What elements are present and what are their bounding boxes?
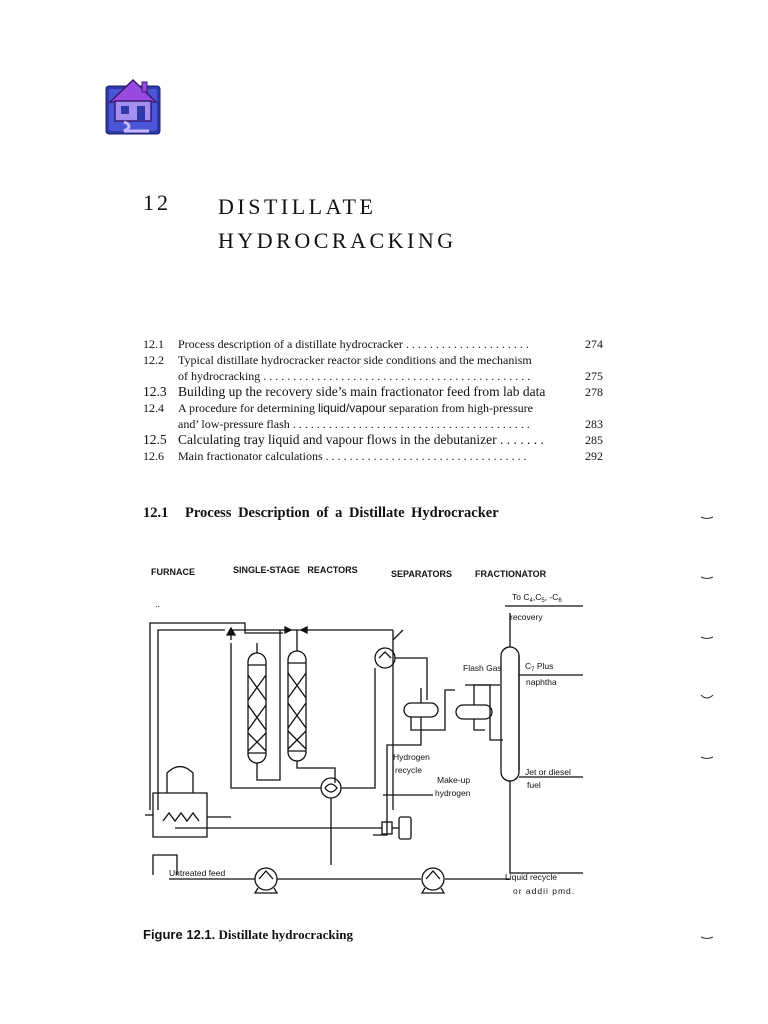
separators-label: SEPARATORS xyxy=(391,569,452,579)
margin-mark xyxy=(700,756,714,759)
c4-recovery-label: To C4,C5, -C6 xyxy=(512,592,562,604)
dots-text: .. xyxy=(155,599,160,609)
figure-caption: Figure 12.1. Distillate hydrocracking xyxy=(143,927,353,943)
margin-mark xyxy=(700,516,714,519)
jet-diesel-label-line2: fuel xyxy=(527,780,541,790)
toc-title: Main fractionator calculations . . . . .… xyxy=(178,449,527,463)
chapter-title-line2: HYDROCRACKING xyxy=(218,228,457,253)
toc-title: Typical distillate hydrocracker reactor … xyxy=(178,353,532,367)
chapter-title: DISTILLATE HYDROCRACKING xyxy=(218,190,457,258)
toc-title-continued: of hydrocracking . . . . . . . . . . . .… xyxy=(178,369,531,383)
toc-number: 12.5 xyxy=(143,432,167,447)
section-number: 12.1 xyxy=(143,505,169,521)
toc-entry[interactable]: 12.1 Process description of a distillate… xyxy=(143,336,603,352)
reactors-label: SINGLE-STAGE REACTORS xyxy=(233,565,358,575)
untreated-feed-label: Untreated feed xyxy=(169,868,226,878)
toc-title: Building up the recovery side’s main fra… xyxy=(178,384,546,399)
toc-page: 283 xyxy=(585,417,603,431)
margin-mark xyxy=(700,636,714,639)
toc-entry[interactable]: 12.4 A procedure for determining liquid/… xyxy=(143,400,603,416)
chapter-number: 12 xyxy=(143,190,171,215)
toc-page: 274 xyxy=(585,337,603,351)
toc-title: A procedure for determining liquid/vapou… xyxy=(178,400,573,416)
margin-mark xyxy=(700,936,714,939)
toc-entry[interactable]: 12.6 Main fractionator calculations . . … xyxy=(143,448,603,464)
figure-caption-text: Distillate hydrocracking xyxy=(218,927,353,942)
makeup-hydrogen-label: Make-up xyxy=(437,775,470,785)
figure-label: Figure 12.1. xyxy=(143,927,216,942)
toc-title-part: separation from high-pressure xyxy=(389,401,533,415)
toc-number: 12.6 xyxy=(143,449,164,463)
margin-mark xyxy=(700,694,714,699)
furnace-label: FURNACE xyxy=(151,567,195,577)
naphtha-label: naphtha xyxy=(526,677,557,687)
toc-page: 275 xyxy=(585,369,603,383)
c4-recovery-label-line2: recovery xyxy=(510,612,543,622)
toc-number: 12.2 xyxy=(143,353,164,367)
toc-title-continued: and’ low-pressure flash . . . . . . . . … xyxy=(178,417,530,431)
makeup-hydrogen-label-line2: hydrogen xyxy=(435,788,471,798)
toc-number: 12.4 xyxy=(143,401,164,415)
fractionator-label: FRACTIONATOR xyxy=(475,569,547,579)
section-heading: 12.1 Process Description of a Distillate … xyxy=(143,505,499,522)
margin-mark xyxy=(700,576,714,579)
chapter-title-line1: DISTILLATE xyxy=(218,194,377,219)
toc-title: Calculating tray liquid and vapour flows… xyxy=(178,432,544,447)
jet-diesel-label: Jet or diesel xyxy=(525,767,571,777)
section-title: Process Description of a Distillate Hydr… xyxy=(185,505,499,521)
toc-page: 278 xyxy=(585,385,603,399)
toc-entry[interactable]: 12.2 Typical distillate hydrocracker rea… xyxy=(143,352,603,368)
toc-number: 12.1 xyxy=(143,337,164,351)
hydrogen-recycle-label-line2: recycle xyxy=(395,765,422,775)
toc-number: 12.3 xyxy=(143,384,167,399)
toc-page: 292 xyxy=(585,449,603,463)
home-icon[interactable] xyxy=(104,76,162,136)
toc-title-part: liquid/vapour xyxy=(317,401,386,415)
toc-title-part: A procedure for determining xyxy=(178,401,315,415)
c7-label: C7 Plus xyxy=(525,661,553,673)
chapter-contents: 12.1 Process description of a distillate… xyxy=(143,336,603,464)
flash-gas-label: Flash Gas xyxy=(463,663,502,673)
liquid-recycle-label: Liquid recycle xyxy=(505,872,557,882)
toc-entry-continued[interactable]: of hydrocracking . . . . . . . . . . . .… xyxy=(143,368,603,384)
toc-page: 285 xyxy=(585,433,603,447)
toc-entry[interactable]: 12.5 Calculating tray liquid and vapour … xyxy=(143,432,603,448)
toc-title: Process description of a distillate hydr… xyxy=(178,337,529,351)
toc-entry-continued[interactable]: and’ low-pressure flash . . . . . . . . … xyxy=(143,416,603,432)
toc-entry[interactable]: 12.3 Building up the recovery side’s mai… xyxy=(143,384,603,400)
process-flow-diagram: FURNACE SINGLE-STAGE REACTORS SEPARATORS… xyxy=(145,565,583,896)
addii-note: or addii pmd. xyxy=(513,886,575,896)
hydrogen-recycle-label: Hydrogen xyxy=(393,752,430,762)
